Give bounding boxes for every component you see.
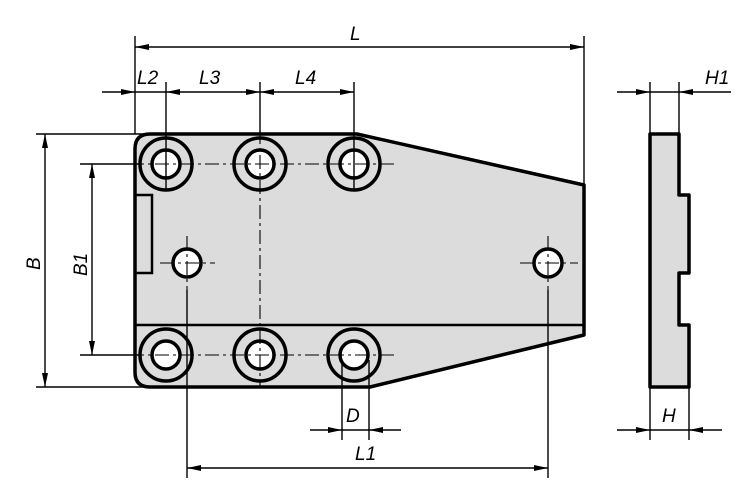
label-H: H [662,406,676,427]
label-L: L [350,24,361,45]
dimension-lines [42,44,584,471]
label-L3: L3 [199,68,221,89]
extension-lines [36,36,585,478]
label-D: D [346,406,360,427]
label-L2: L2 [137,68,159,89]
label-L1: L1 [355,444,376,465]
label-B1: B1 [71,253,92,276]
plate-side-view [617,82,731,440]
side-notch [133,193,154,275]
label-H1: H1 [705,68,729,89]
label-B: B [24,257,45,270]
plate-top-view [80,130,586,389]
label-L4: L4 [295,68,316,89]
